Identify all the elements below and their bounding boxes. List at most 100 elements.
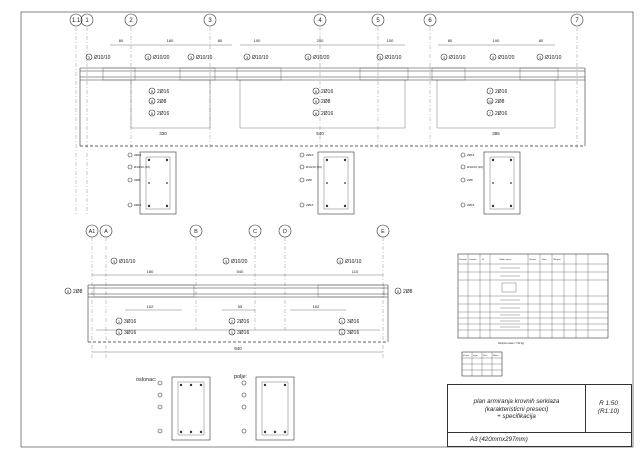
svg-text:Ø10/10 (20): Ø10/10 (20) (306, 165, 322, 169)
svg-text:3: 3 (339, 259, 342, 264)
svg-text:7: 7 (489, 89, 492, 94)
svg-text:Ø10/10: Ø10/10 (385, 55, 402, 61)
scale-secondary: (R1:10) (597, 408, 620, 415)
svg-text:3: 3 (225, 259, 228, 264)
axis-bubble-6: 6 (423, 13, 437, 27)
svg-text:2Ø16: 2Ø16 (157, 111, 169, 117)
cross-section-3: 2Ø16 Ø10/10 (20) 2Ø8 2Ø16 (460, 151, 521, 215)
svg-text:2Ø16: 2Ø16 (467, 203, 475, 207)
beam1-dimension-line: 80 160 80 100 200 100 80 190 80 (110, 38, 555, 46)
svg-text:Kom: Kom (542, 259, 547, 261)
svg-text:Pozicija: Pozicija (459, 259, 467, 261)
dim-text: 200 (317, 38, 324, 43)
svg-text:Ø10/20: Ø10/20 (153, 55, 170, 61)
svg-text:A1: A1 (89, 229, 96, 235)
svg-text:3: 3 (113, 259, 116, 264)
svg-text:5: 5 (151, 89, 154, 94)
svg-text:2Ø16: 2Ø16 (467, 153, 475, 157)
svg-text:2Ø16: 2Ø16 (237, 319, 249, 325)
svg-text:8: 8 (151, 99, 154, 104)
svg-text:3Ø16: 3Ø16 (237, 330, 249, 336)
dim-text: 80 (119, 38, 124, 43)
svg-text:2Ø8: 2Ø8 (306, 178, 312, 182)
svg-text:6: 6 (315, 89, 318, 94)
axis-lines-bottom (91, 237, 384, 360)
svg-text:110: 110 (352, 269, 359, 274)
span-length: 540 (316, 131, 324, 136)
axis-bubble-7: 7 (570, 13, 584, 27)
svg-text:3Ø16: 3Ø16 (124, 319, 136, 325)
svg-text:1: 1 (118, 330, 121, 335)
stirrup-zone (102, 67, 136, 81)
svg-text:3: 3 (492, 55, 495, 60)
axis-bubble-B: B (189, 224, 203, 238)
title-line-2: (karakteristicni preseci) (484, 405, 549, 413)
svg-text:3: 3 (307, 55, 310, 60)
cross-section-1: 2Ø16 Ø10/10 (20) 2Ø8 2Ø16 (127, 151, 177, 215)
stirrup-zone (519, 67, 559, 81)
svg-text:E: E (381, 229, 385, 235)
svg-text:2Ø8: 2Ø8 (495, 99, 505, 105)
svg-text:Oznaka: Oznaka (469, 259, 477, 261)
svg-text:3: 3 (539, 55, 542, 60)
axis-lines-top (75, 27, 578, 215)
beam2-total-length: 940 (234, 346, 242, 351)
svg-text:2: 2 (231, 319, 234, 324)
dim-text: 100 (254, 38, 261, 43)
stirrup-zone (431, 67, 466, 81)
svg-text:Duzina: Duzina (529, 259, 537, 261)
beam1-elevation: 330 540 385 (79, 67, 586, 147)
svg-text:3: 3 (190, 55, 193, 60)
svg-text:2Ø16: 2Ø16 (306, 203, 314, 207)
title-line-3: + specifikacija (497, 413, 536, 420)
beam2-elevation: 940 102 55 102 (87, 284, 389, 353)
axis-label: 4 (318, 18, 322, 24)
svg-text:D: D (283, 229, 287, 235)
axis-label: 5 (376, 18, 380, 24)
svg-text:3: 3 (246, 55, 249, 60)
axis-label: 7 (575, 18, 579, 24)
section-span: polje: (234, 374, 295, 441)
span-length: 385 (492, 131, 500, 136)
stirrup-zone (236, 67, 282, 81)
svg-text:2Ø16: 2Ø16 (134, 203, 142, 207)
svg-text:Oblik i mjere: Oblik i mjere (499, 258, 512, 261)
svg-text:Ø10/20: Ø10/20 (231, 259, 248, 265)
dim-text: 80 (539, 38, 544, 43)
axis-bubble-D: D (278, 224, 292, 238)
title-line-1: plan armiranja krovnih serklaza (473, 398, 560, 405)
axis-bubble-C: C (248, 224, 262, 238)
svg-text:5: 5 (397, 289, 400, 294)
title-block-scale: R 1:50 (R1:10) (586, 385, 631, 433)
sheet-frame (20, 11, 634, 448)
dim-text: 80 (448, 38, 453, 43)
svg-text:Ø10/10: Ø10/10 (119, 259, 136, 265)
dim-text: 80 (218, 38, 223, 43)
axis-bubble-E: E (376, 224, 390, 238)
svg-text:2Ø16: 2Ø16 (321, 89, 333, 95)
svg-text:2Ø16: 2Ø16 (321, 111, 333, 117)
title-block: plan armiranja krovnih serklaza (karakte… (447, 384, 632, 447)
svg-text:3Ø16: 3Ø16 (124, 330, 136, 336)
svg-text:Masa: Masa (493, 355, 499, 357)
stirrup-zone (179, 67, 216, 81)
svg-text:2Ø16: 2Ø16 (134, 153, 142, 157)
svg-text:3: 3 (443, 55, 446, 60)
svg-text:Duz.: Duz. (483, 355, 488, 357)
svg-text:1: 1 (118, 319, 121, 324)
svg-text:10: 10 (488, 100, 492, 104)
svg-text:7: 7 (489, 111, 492, 116)
svg-text:B: B (194, 229, 198, 235)
stirrup-zone (359, 67, 409, 81)
stirrup-zone (317, 284, 385, 298)
axis-bubble-2: 2 (124, 13, 138, 27)
svg-text:Ø10/10: Ø10/10 (196, 55, 213, 61)
svg-text:Ø10/10 (20): Ø10/10 (20) (467, 165, 483, 169)
svg-text:2Ø8: 2Ø8 (321, 99, 331, 105)
svg-text:540: 540 (237, 269, 244, 274)
